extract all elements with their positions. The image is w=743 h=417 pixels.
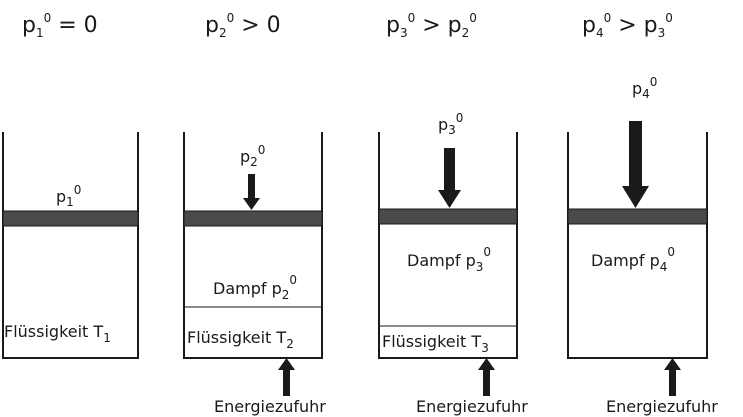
cylinder-1-piston: [2, 210, 139, 227]
cylinder-4-pressure-label: p40: [632, 75, 657, 101]
cylinder-4-energy-arrow: [664, 358, 681, 396]
cylinder-4-walls: [567, 132, 708, 359]
cylinder-2-pressure-label: p20: [240, 143, 265, 169]
cylinder-4-pressure-arrow: [622, 121, 649, 208]
cylinder-2-pressure-arrow: [243, 174, 260, 210]
cylinder-4: p40 Dampf p40 Energiezufuhr: [567, 75, 718, 416]
cylinder-3-pressure-label: p30: [438, 111, 463, 137]
cylinder-3-walls: [378, 132, 518, 359]
cylinder-4-energy-label: Energiezufuhr: [606, 397, 718, 416]
cylinder-3-liquid-label: Flüssigkeit T3: [382, 332, 489, 355]
cylinder-2-piston: [183, 210, 323, 227]
cylinder-2-walls: [183, 132, 323, 359]
cylinder-1-pressure-label: p10: [56, 183, 81, 209]
header-1: p10 = 0: [22, 11, 98, 40]
cylinder-1-walls: [2, 132, 139, 359]
cylinder-2-energy-arrow: [278, 358, 295, 396]
cylinder-3-vapor-label: Dampf p30: [407, 245, 491, 274]
cylinder-4-vapor-label: Dampf p40: [591, 245, 675, 274]
header-3: p30 > p20: [386, 11, 477, 40]
cylinder-1: p10 Flüssigkeit T1: [2, 132, 139, 359]
cylinder-2-liquid-label: Flüssigkeit T2: [187, 328, 294, 351]
cylinder-2: p20 Dampf p20 Flüssigkeit T2 Energiezufu…: [183, 132, 326, 416]
cylinder-3-piston: [378, 208, 518, 225]
cylinder-2-energy-label: Energiezufuhr: [214, 397, 326, 416]
cylinder-3-pressure-arrow: [438, 148, 461, 208]
header-2: p20 > 0: [205, 11, 281, 40]
cylinder-1-liquid-label: Flüssigkeit T1: [4, 322, 111, 345]
cylinder-4-piston: [567, 208, 708, 225]
cylinder-3-energy-label: Energiezufuhr: [416, 397, 528, 416]
cylinder-3-energy-arrow: [478, 358, 495, 396]
header-4: p40 > p30: [582, 11, 673, 40]
cylinder-2-vapor-label: Dampf p20: [213, 273, 297, 302]
cylinder-3: p30 Dampf p30 Flüssigkeit T3 Energiezufu…: [378, 111, 528, 416]
